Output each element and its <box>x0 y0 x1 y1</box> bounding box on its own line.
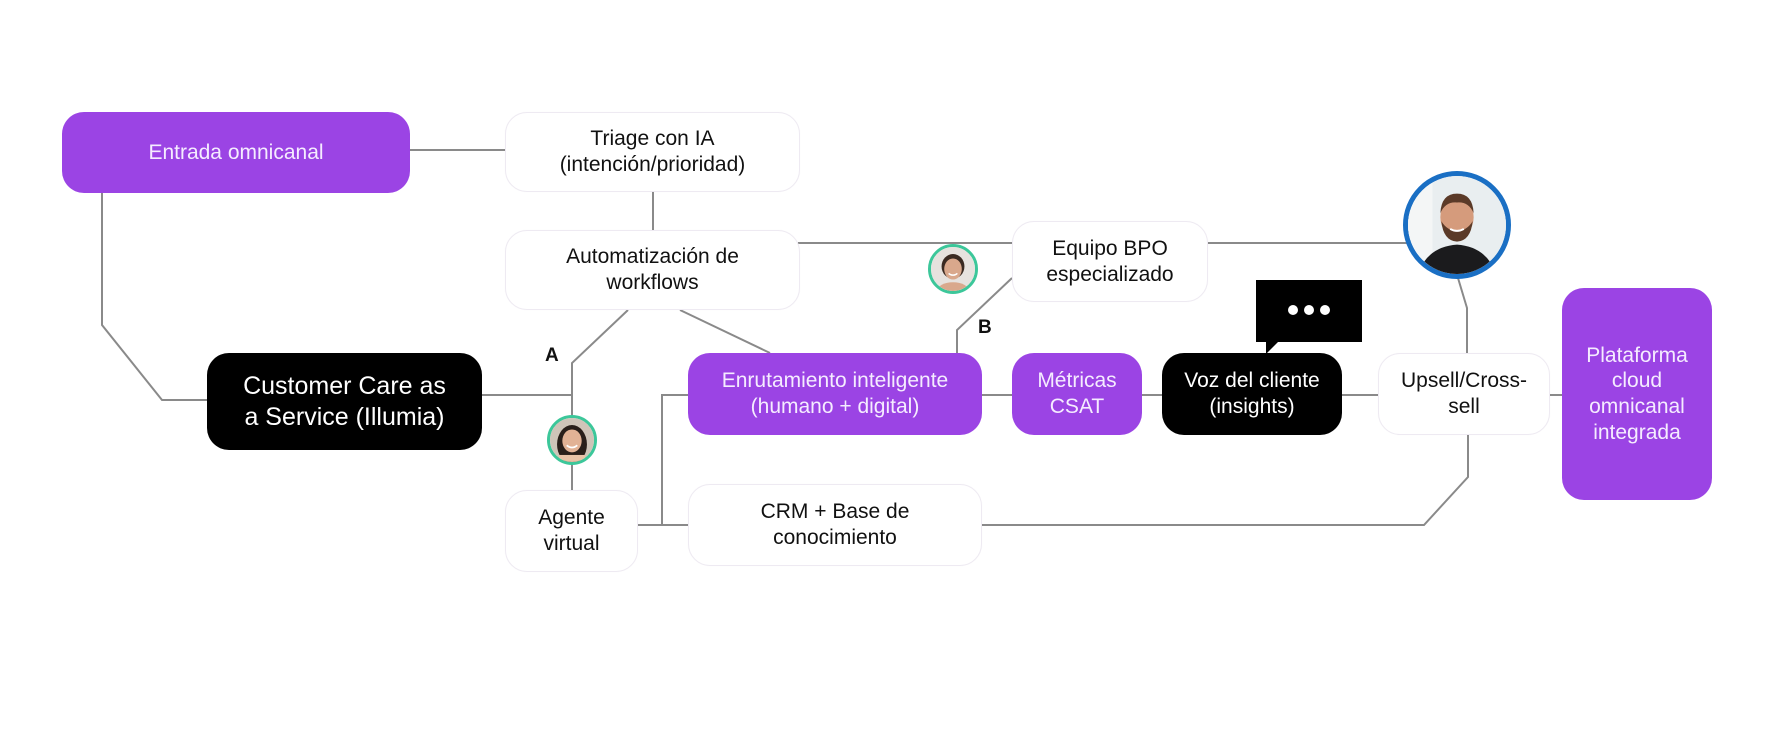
node-customer-care-service[interactable]: Customer Care as a Service (Illumia) <box>207 353 482 450</box>
link-crm-upsell <box>982 435 1469 526</box>
node-triage-ia[interactable]: Triage con IA (intención/prioridad) <box>505 112 800 192</box>
branch-label-a: A <box>545 345 559 366</box>
typing-dot-icon <box>1288 305 1298 315</box>
link-automatizacion-enrutamiento <box>679 309 771 354</box>
node-voz-cliente[interactable]: Voz del cliente (insights) <box>1162 353 1342 435</box>
node-enrutamiento-inteligente[interactable]: Enrutamiento inteligente (humano + digit… <box>688 353 982 435</box>
link-automatizacion-branch-a <box>571 309 629 395</box>
chat-bubble-tail <box>1266 340 1280 354</box>
node-agente-virtual[interactable]: Agente virtual <box>505 490 638 572</box>
typing-dot-icon <box>1320 305 1330 315</box>
typing-dot-icon <box>1304 305 1314 315</box>
branch-label-b: B <box>978 317 992 338</box>
link-enrutamiento-crm-vertical <box>661 394 688 525</box>
node-entrada-omnicanal[interactable]: Entrada omnicanal <box>62 112 410 193</box>
node-upsell-crosssell[interactable]: Upsell/Cross- sell <box>1378 353 1550 435</box>
avatar-man-icon <box>1403 171 1511 279</box>
node-automatizacion-workflows[interactable]: Automatización de workflows <box>505 230 800 310</box>
node-equipo-bpo[interactable]: Equipo BPO especializado <box>1012 221 1208 302</box>
link-man-upsell <box>1457 277 1468 353</box>
link-bpo-enrutamiento-b <box>956 277 1013 353</box>
node-plataforma-cloud[interactable]: Plataforma cloud omnicanal integrada <box>1562 288 1712 500</box>
avatar-woman-bpo-icon <box>928 244 978 294</box>
node-metricas-csat[interactable]: Métricas CSAT <box>1012 353 1142 435</box>
node-crm-base-conocimiento[interactable]: CRM + Base de conocimiento <box>688 484 982 566</box>
avatar-woman-agent-icon <box>547 415 597 465</box>
link-entrada-customercare <box>101 192 208 401</box>
